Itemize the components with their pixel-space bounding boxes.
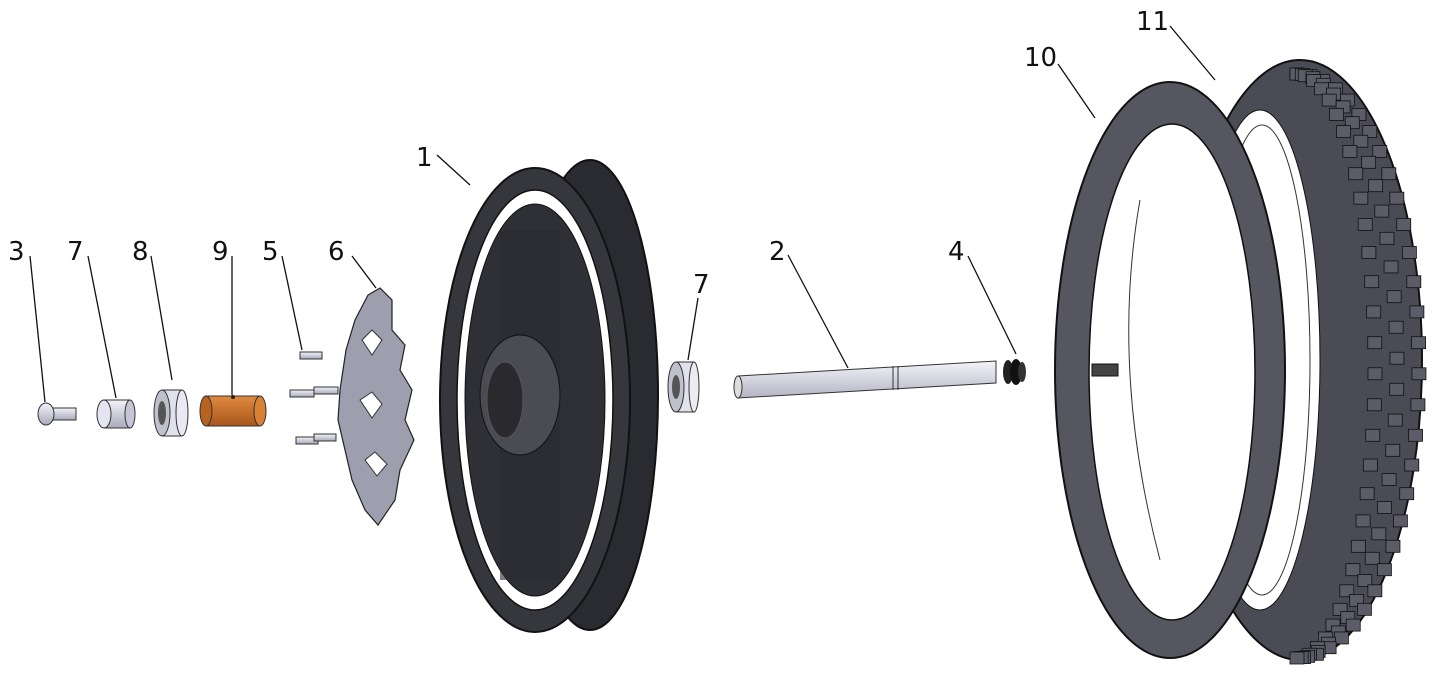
leader-2 (787, 254, 849, 369)
tire-knob (1357, 574, 1373, 587)
callout-7-left: 7 (67, 237, 84, 267)
tire-knob (1389, 351, 1405, 365)
part-7-spacer-left (96, 399, 136, 429)
part-1-wheel-rim (439, 159, 659, 633)
tire-knob (1402, 246, 1417, 259)
tire-knob (1289, 651, 1305, 665)
tire-knob (1411, 336, 1427, 350)
part-4-axle-nut (1003, 359, 1026, 385)
tire-knob (1410, 398, 1426, 412)
tire-knob (1339, 584, 1355, 598)
tire-knob (1362, 125, 1378, 139)
tire-knob (1368, 179, 1384, 193)
part-6-brake-disc (337, 287, 415, 526)
tire-knob (1361, 155, 1377, 169)
leader-1 (436, 154, 471, 186)
tire-knob (1396, 218, 1412, 231)
tire-knob (1383, 260, 1399, 274)
tire-knob (1321, 93, 1337, 107)
tire-knob (1374, 204, 1390, 218)
tire-knob (1345, 618, 1361, 632)
part-2-axle (733, 360, 997, 399)
callout-10: 10 (1024, 43, 1057, 73)
tire-knob (1371, 527, 1387, 541)
tire-knob (1389, 382, 1405, 396)
tire-knob (1355, 514, 1371, 528)
leader-7a (87, 255, 117, 399)
tire-knob (1367, 584, 1383, 598)
tire-knob (1367, 336, 1383, 350)
tire-knob (1381, 473, 1397, 486)
tire-knob (1348, 167, 1364, 181)
tire-knob (1389, 191, 1405, 205)
callout-8: 8 (132, 237, 149, 267)
tire-knob (1408, 428, 1423, 442)
tire-knob (1359, 487, 1375, 501)
leader-3 (29, 255, 46, 403)
tire-knob (1393, 514, 1408, 528)
part-10-inner-tube (1054, 81, 1286, 659)
leader-4 (967, 255, 1017, 355)
tire-knob (1329, 108, 1344, 121)
callout-11: 11 (1136, 7, 1169, 37)
leader-5 (281, 255, 303, 351)
part-7-bearing-right (667, 361, 700, 413)
tire-knob (1387, 413, 1403, 427)
callout-6: 6 (328, 237, 345, 267)
tire-knob (1353, 134, 1369, 148)
tire-knob (1406, 275, 1422, 289)
callout-1: 1 (416, 143, 433, 173)
callout-2: 2 (769, 237, 786, 267)
tire-knob (1388, 320, 1404, 334)
tire-knob (1357, 602, 1372, 616)
leader-7b (687, 297, 699, 361)
tire-knob (1366, 398, 1382, 412)
tire-knob (1342, 145, 1358, 158)
part-3-axle-bolt (37, 402, 77, 426)
tire-knob (1377, 563, 1392, 577)
tire-knob (1385, 443, 1401, 457)
leader-10 (1057, 63, 1096, 119)
tire-knob (1404, 458, 1420, 472)
callout-3: 3 (8, 237, 25, 267)
tire-knob (1364, 551, 1380, 565)
callout-4: 4 (948, 237, 965, 267)
tire-knob (1372, 145, 1388, 158)
tire-knob (1377, 501, 1392, 514)
callout-7-right: 7 (693, 270, 710, 300)
part-8-bearing (153, 389, 189, 437)
tire-knob (1336, 125, 1351, 139)
tire-knob (1362, 458, 1378, 472)
tire-knob (1399, 487, 1415, 501)
tire-knob (1366, 305, 1382, 319)
tire-knob (1361, 246, 1377, 259)
tire-knob (1365, 428, 1381, 442)
tire-knob (1334, 631, 1349, 645)
tire-knob (1364, 275, 1380, 289)
tire-knob (1411, 367, 1427, 381)
tire-knob (1385, 539, 1401, 553)
leader-lines (29, 25, 1216, 403)
callout-5: 5 (262, 237, 279, 267)
tire-knob (1379, 231, 1395, 245)
tire-knob (1367, 367, 1383, 381)
part-9-orange-spacer (199, 395, 267, 427)
tire-knob (1381, 167, 1397, 181)
part-5-disc-bolts (289, 351, 339, 445)
leader-11 (1169, 25, 1216, 81)
tire-knob (1345, 563, 1361, 577)
tire-knob (1353, 191, 1369, 205)
tire-knob (1409, 305, 1425, 319)
leader-8 (150, 255, 173, 381)
tire-knob (1357, 218, 1373, 231)
leader-6 (351, 255, 377, 289)
callout-9: 9 (212, 237, 229, 267)
tire-knob (1350, 539, 1366, 553)
tire-knob (1386, 290, 1402, 304)
